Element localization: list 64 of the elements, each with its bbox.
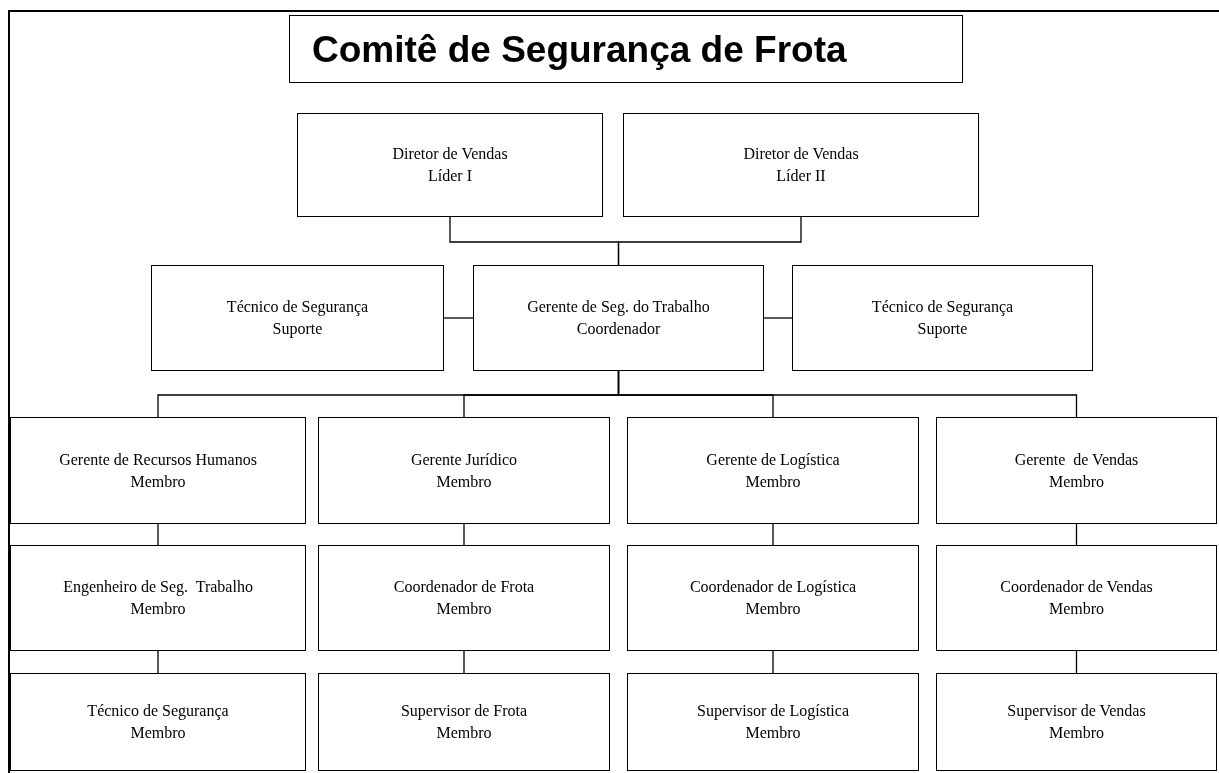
role-title: Supervisor de Logística	[697, 701, 849, 722]
role-title: Gerente Jurídico	[410, 449, 518, 470]
role-box	[10, 417, 306, 524]
committee-role: Membro	[436, 471, 492, 492]
role-title: Gerente de Vendas	[1014, 449, 1139, 470]
role-box	[318, 545, 610, 651]
role-box	[936, 673, 1217, 771]
role-box	[473, 265, 764, 371]
role-box	[936, 545, 1217, 651]
role-title: Engenheiro de Seg. Trabalho	[63, 577, 253, 598]
title: Comitê de Segurança de Frota	[312, 30, 847, 68]
role-box	[318, 673, 610, 771]
role-box	[318, 417, 610, 524]
role-box	[936, 417, 1217, 524]
role-title: Gerente de Seg. do Trabalho	[527, 297, 710, 318]
committee-role: Membro	[1048, 471, 1105, 492]
role-title: Diretor de Vendas	[392, 144, 508, 164]
committee-role: Membro	[130, 471, 186, 492]
connector-line	[463, 523, 465, 546]
connector-line	[1075, 523, 1078, 546]
role-box	[297, 113, 603, 217]
role-title: Técnico de Segurança	[87, 701, 229, 722]
committee-role: Membro	[1048, 599, 1105, 619]
role-title: Coordenador de Logística	[689, 577, 857, 598]
role-box	[10, 545, 306, 651]
committee-role: Membro	[745, 471, 801, 492]
role-box	[792, 265, 1093, 371]
role-box	[627, 545, 919, 651]
committee-role: Membro	[1048, 723, 1105, 743]
role-box	[151, 265, 444, 371]
committee-role: Membro	[436, 599, 492, 619]
connector-line	[157, 650, 159, 674]
committee-role: Coordenador	[576, 319, 661, 339]
role-title: Gerente de Logística	[706, 449, 840, 471]
connector-line	[157, 523, 159, 546]
role-title: Técnico de Segurança	[871, 297, 1014, 318]
connector-line	[443, 317, 474, 319]
connector-line	[772, 523, 774, 546]
role-box	[627, 673, 919, 771]
committee-role: Membro	[745, 723, 801, 743]
committee-role: Membro	[130, 599, 186, 619]
role-title: Diretor de Vendas	[743, 144, 859, 164]
role-title: Gerente de Recursos Humanos	[59, 449, 257, 470]
connector-line	[617, 370, 1078, 418]
committee-role: Membro	[745, 599, 801, 619]
committee-role: Membro	[130, 723, 186, 743]
role-box	[623, 113, 979, 217]
role-box	[10, 673, 306, 771]
connector-line	[617, 216, 802, 266]
role-box	[627, 417, 919, 524]
connector-line	[763, 317, 793, 319]
committee-role: Suporte	[917, 319, 968, 340]
committee-role: Membro	[436, 723, 492, 743]
committee-role: Líder II	[776, 166, 826, 186]
role-title: Coordenador de Frota	[393, 577, 535, 597]
connector-line	[463, 650, 465, 674]
role-title: Supervisor de Frota	[400, 701, 528, 722]
connector-line	[772, 650, 774, 674]
committee-role: Líder I	[428, 166, 472, 186]
role-title: Coordenador de Vendas	[1000, 577, 1153, 597]
role-title: Técnico de Segurança	[226, 297, 369, 318]
committee-role: Suporte	[272, 319, 323, 340]
connector-line	[1075, 650, 1078, 674]
role-title: Supervisor de Vendas	[1007, 701, 1146, 722]
